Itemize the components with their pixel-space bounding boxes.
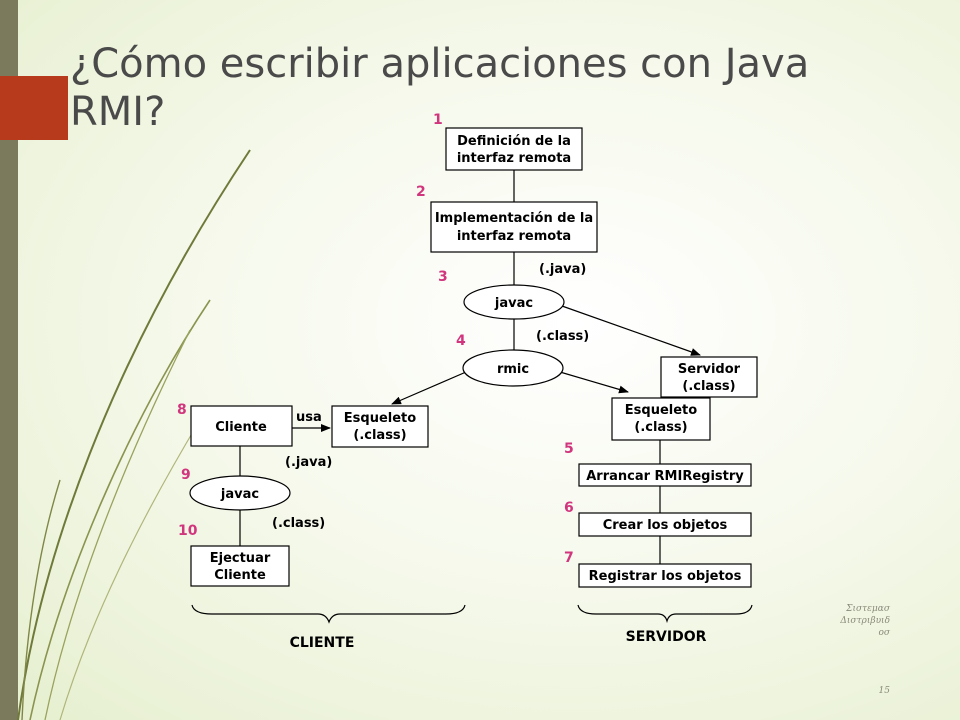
box-esqueleto-client	[331, 405, 429, 448]
footer-course-name: Σιστεμασ Διστριβυιδ οσ	[800, 603, 890, 639]
step-number-1: 1	[433, 112, 443, 128]
step-number-4: 4	[456, 333, 466, 349]
ellipse-rmic-label: rmic	[497, 362, 529, 377]
box-implementacion-line1: Implementación de la	[435, 211, 593, 226]
label-java-top: (.java)	[539, 262, 586, 277]
label-usa: usa	[296, 410, 322, 425]
page-number: 15	[878, 686, 890, 696]
step-number-9: 9	[181, 467, 191, 483]
ellipse-rmic	[462, 349, 564, 387]
box-esqueleto-server-line1: Esqueleto	[625, 403, 697, 418]
group-label-servidor: SERVIDOR	[626, 629, 707, 645]
box-servidor-line1: Servidor	[678, 362, 741, 377]
ellipse-javac-client-label: javac	[220, 487, 259, 502]
left-side-bar	[0, 0, 18, 720]
label-class-client: (.class)	[272, 516, 325, 531]
box-servidor-line2: (.class)	[682, 379, 735, 394]
box-registrar-objetos	[578, 563, 752, 588]
step-number-3: 3	[438, 269, 448, 285]
box-arrancar-rmiregistry	[578, 463, 752, 487]
box-definicion-line2: interfaz remota	[457, 151, 571, 166]
footer-line-1: Σιστεμασ	[846, 604, 890, 614]
slide-title: ¿Cómo escribir aplicaciones con Java RMI…	[70, 41, 810, 135]
edge-rmic-skeleton-client	[391, 371, 467, 405]
step-number-7: 7	[564, 550, 574, 566]
step-number-5: 5	[564, 441, 574, 457]
edge-rmic-skeleton-server	[559, 371, 629, 394]
box-arrancar-label: Arrancar RMIRegistry	[586, 469, 744, 484]
box-crear-label: Crear los objetos	[603, 518, 728, 533]
box-servidor-class	[660, 356, 758, 398]
label-java-client: (.java)	[285, 455, 332, 470]
step-number-10: 10	[178, 523, 198, 539]
group-label-cliente: CLIENTE	[290, 635, 355, 651]
ellipse-javac-server-label: javac	[494, 296, 533, 311]
label-class-top: (.class)	[536, 329, 589, 344]
ellipse-javac-client	[189, 475, 291, 511]
box-cliente-label: Cliente	[215, 420, 267, 435]
title-accent-tab	[0, 76, 68, 140]
box-esqueleto-server	[611, 397, 711, 441]
footer-line-2: Διστριβυιδ	[840, 616, 890, 626]
box-ejectuar-line2: Cliente	[214, 568, 266, 583]
step-number-2: 2	[416, 184, 426, 200]
brace-servidor	[577, 604, 753, 624]
box-cliente	[190, 405, 293, 447]
box-implementacion-interfaz	[430, 201, 598, 253]
step-number-6: 6	[564, 500, 574, 516]
box-crear-objetos	[578, 512, 752, 537]
box-ejectuar-line1: Ejectuar	[210, 551, 271, 566]
box-registrar-label: Registrar los objetos	[589, 569, 742, 584]
box-esqueleto-client-line2: (.class)	[353, 428, 406, 443]
edge-javac-servidor	[561, 305, 701, 356]
box-ejectuar-cliente	[190, 545, 290, 587]
box-definicion-line1: Definición de la	[457, 134, 571, 149]
box-implementacion-line2: interfaz remota	[457, 229, 571, 244]
brace-cliente	[191, 604, 466, 624]
box-esqueleto-client-line1: Esqueleto	[344, 411, 416, 426]
box-esqueleto-server-line2: (.class)	[634, 420, 687, 435]
ellipse-javac-server	[463, 284, 565, 320]
step-number-8: 8	[177, 402, 187, 418]
box-definicion-interfaz	[445, 127, 583, 171]
footer-line-3: οσ	[878, 628, 890, 638]
